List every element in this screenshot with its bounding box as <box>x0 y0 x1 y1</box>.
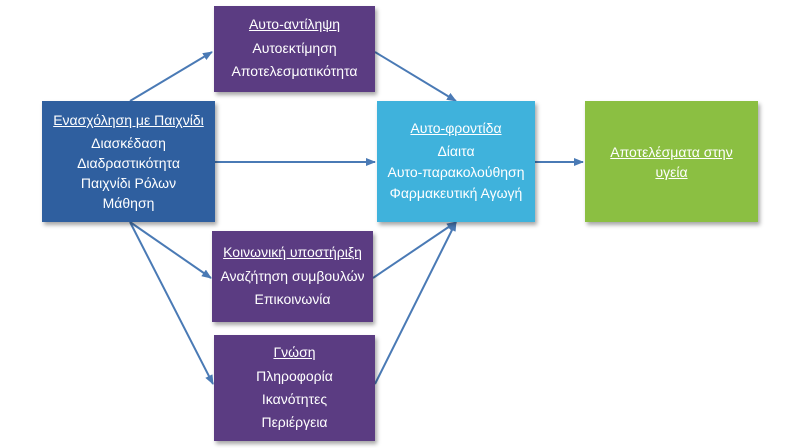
self-perception-box: Αυτο-αντίληψη Αυτοεκτίμηση Αποτελεσματικ… <box>214 6 375 92</box>
arrow-knowledge-to-selfcare <box>374 221 457 385</box>
knowledge-title: Γνώση <box>273 343 316 360</box>
knowledge-box: Γνώση Πληροφορία Ικανότητες Περιέργεια <box>214 335 375 441</box>
arrow-engagement-to-perception <box>129 51 213 102</box>
social-support-box: Κοινωνική υποστήριξη Αναζήτηση συμβουλών… <box>212 231 373 322</box>
self-perception-title: Αυτο-αντίληψη <box>248 16 341 32</box>
self-care-title: Αυτο-φροντίδα <box>410 120 502 136</box>
engagement-title: Ενασχόληση με Παιχνίδι <box>53 111 204 128</box>
health-outcomes-box: Αποτελέσματα στην υγεία <box>585 101 758 222</box>
social-support-item: Επικοινωνία <box>254 290 331 307</box>
arrow-social-to-selfcare <box>372 221 457 279</box>
health-outcomes-title-line: υγεία <box>655 163 688 180</box>
knowledge-item: Περιέργεια <box>261 413 328 430</box>
engagement-item: Παιχνίδι Ρόλων <box>80 174 177 191</box>
self-care-box: Αυτο-φροντίδα Δίαιτα Αυτο-παρακολούθηση … <box>377 101 535 222</box>
self-care-item: Αυτο-παρακολούθηση <box>387 164 525 180</box>
self-perception-item: Αποτελεσματικότητα <box>231 63 358 79</box>
health-outcomes-title-line: Αποτελέσματα στην <box>610 143 733 160</box>
engagement-item: Διαδραστικότητα <box>77 154 180 171</box>
self-perception-item: Αυτοεκτίμηση <box>252 40 337 56</box>
social-support-item: Αναζήτηση συμβουλών <box>220 267 365 284</box>
arrow-engagement-to-knowledge <box>129 221 214 385</box>
self-care-item: Φαρμακευτική Αγωγή <box>389 185 523 201</box>
self-care-item: Δίαιτα <box>437 143 475 159</box>
engagement-item: Μάθηση <box>102 194 155 211</box>
arrow-perception-to-selfcare <box>374 51 457 102</box>
arrow-engagement-to-social <box>129 221 212 279</box>
knowledge-item: Ικανότητες <box>261 390 328 407</box>
social-support-title: Κοινωνική υποστήριξη <box>223 243 362 260</box>
engagement-item: Διασκέδαση <box>91 134 166 151</box>
engagement-box: Ενασχόληση με Παιχνίδι Διασκέδαση Διαδρα… <box>42 101 215 222</box>
knowledge-item: Πληροφορία <box>256 367 333 384</box>
